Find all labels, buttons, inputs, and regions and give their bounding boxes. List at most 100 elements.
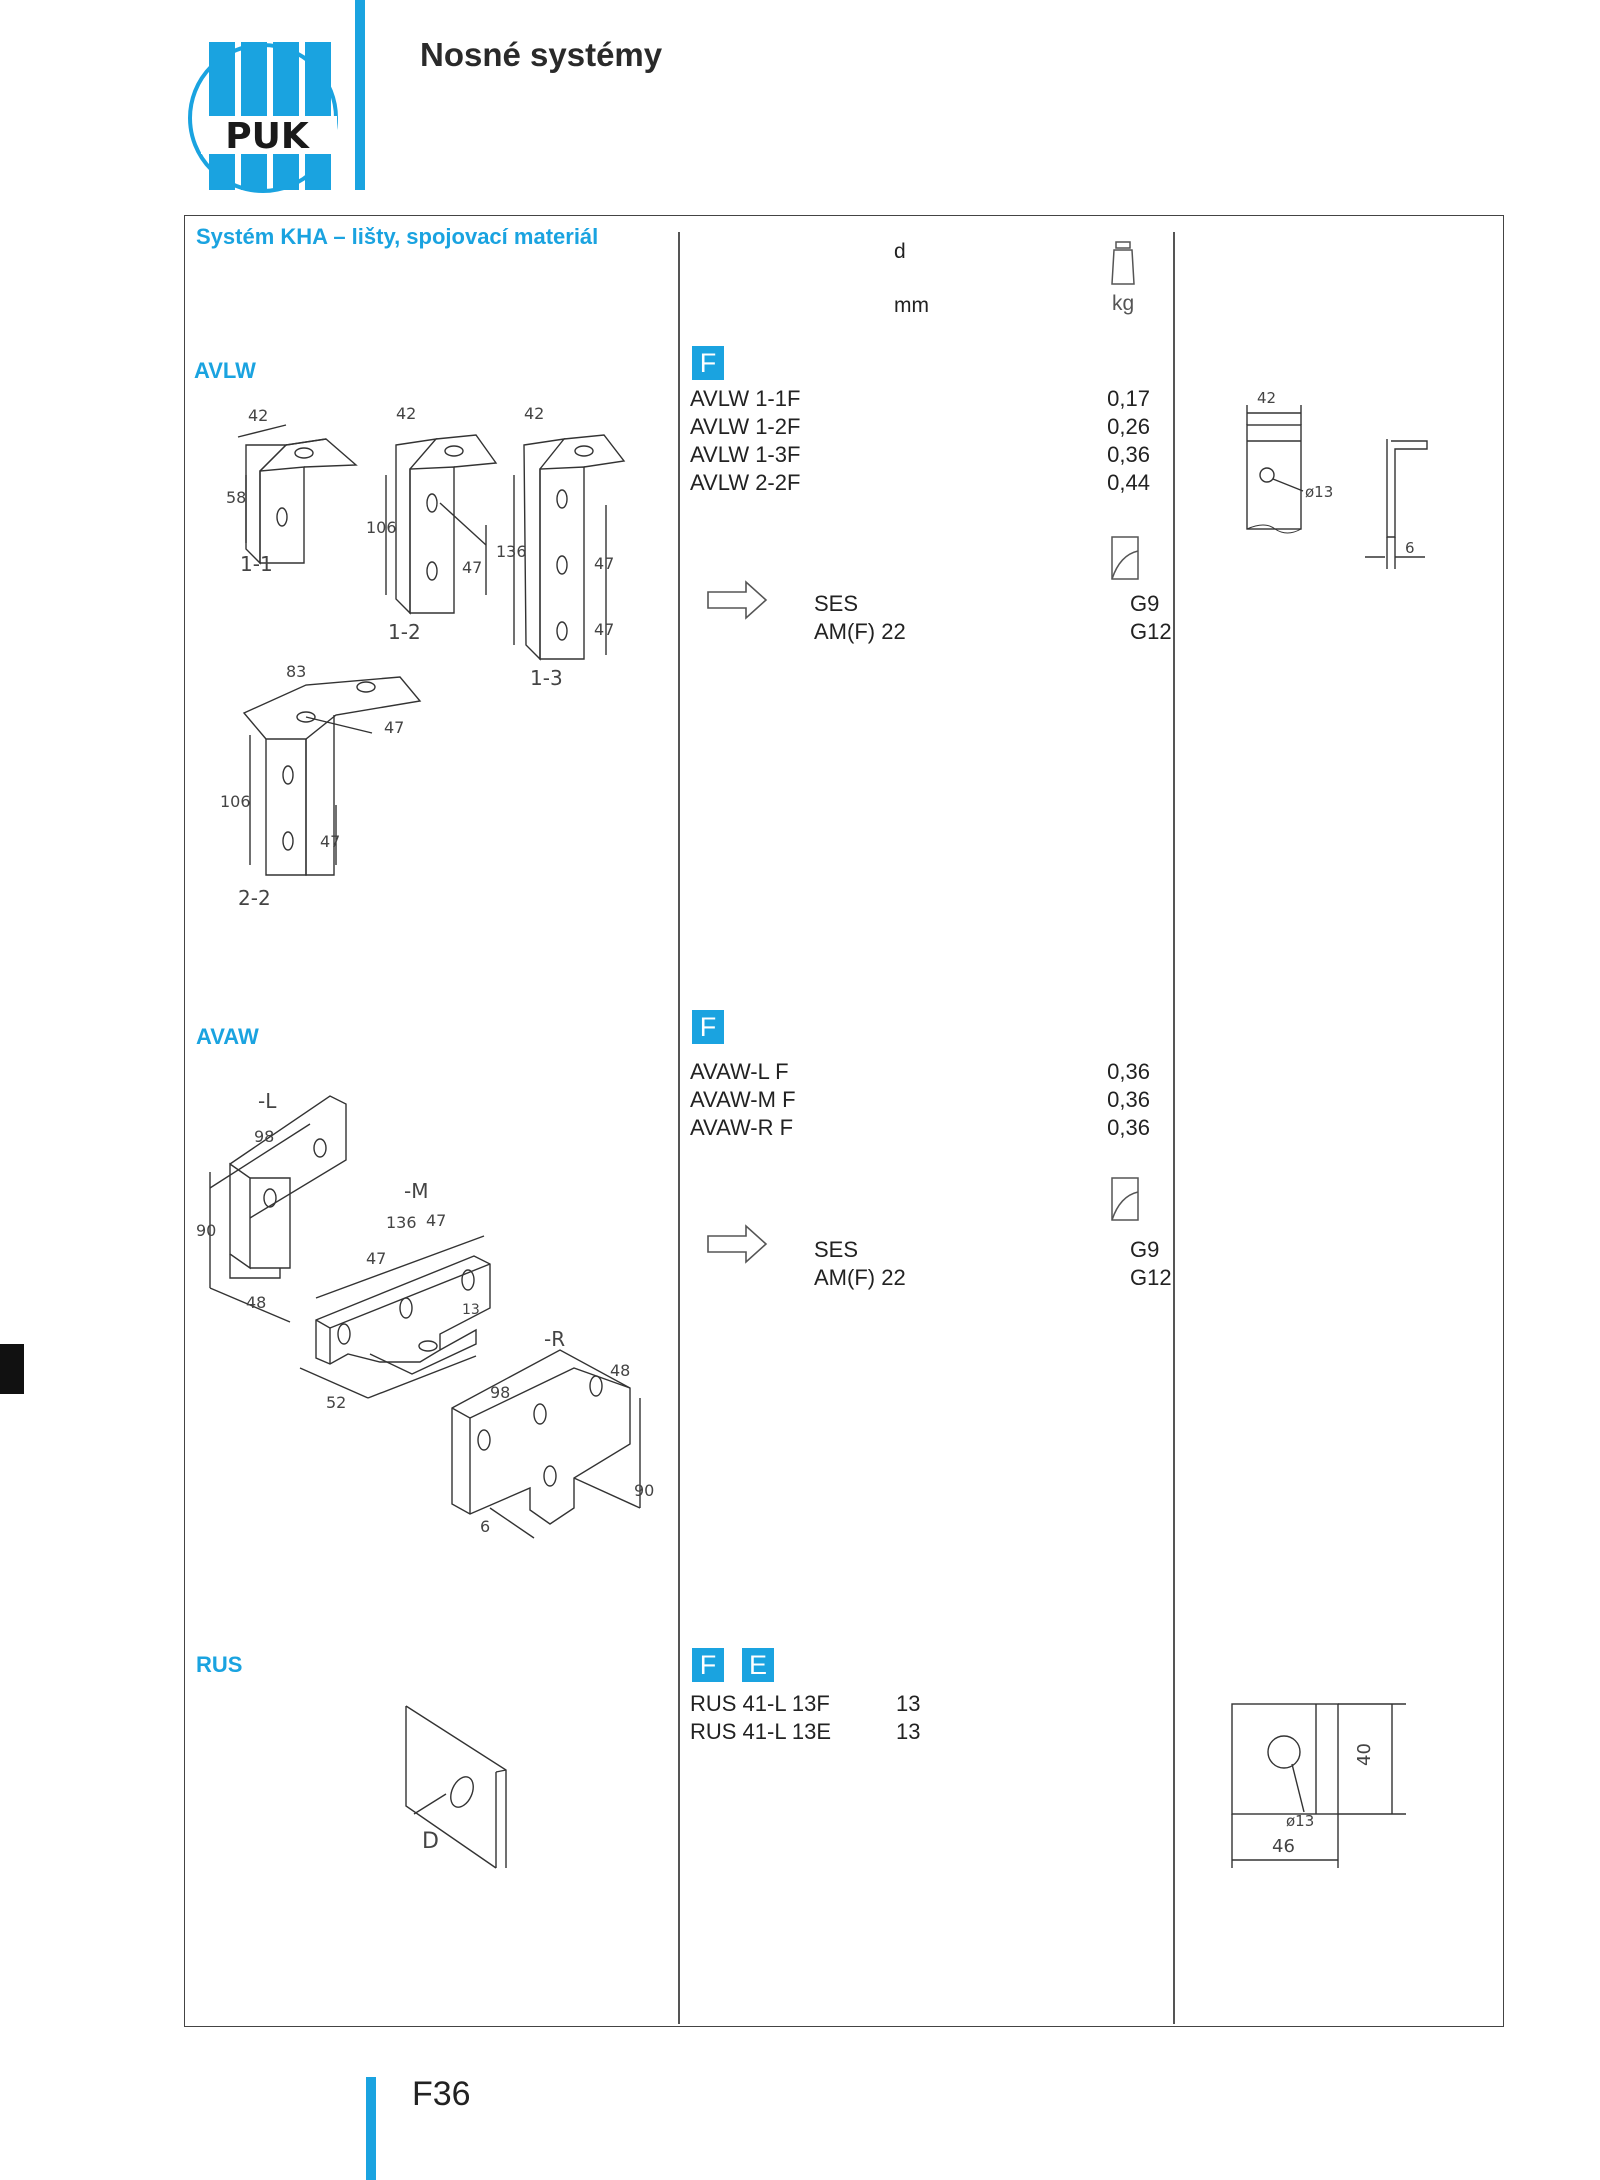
page-reference-icon	[1111, 536, 1139, 580]
section-avlw-title: AVLW	[194, 358, 256, 383]
table-row: AVAW-M F 0,36	[690, 1086, 1160, 1114]
dim-label: 52	[326, 1393, 346, 1412]
product-name: RUS 41-L 13E	[690, 1719, 832, 1744]
dim-label: ø13	[1305, 483, 1333, 501]
accessory-page: G9	[1130, 1237, 1160, 1262]
footer-accent-bar	[366, 2077, 376, 2180]
dim-label: 47	[384, 718, 404, 737]
table-row: AVLW 1-3F 0,36	[690, 441, 1160, 469]
variant-label: 1-3	[530, 666, 563, 690]
product-name: AVLW 2-2F	[690, 470, 801, 495]
product-d-value: 13	[896, 1691, 921, 1716]
table-row: RUS 41-L 13F 13	[690, 1690, 1090, 1718]
catalog-frame	[184, 215, 1504, 2027]
avlw-technical-drawing: 42 58 1-1 42 106 47 1-2 42 136 47 47 1-3	[220, 404, 626, 910]
dim-label: 42	[396, 404, 416, 423]
product-name: AVLW 1-2F	[690, 414, 801, 439]
table-row: AVLW 2-2F 0,44	[690, 469, 1160, 497]
list-item: AM(F) 22 G12	[814, 1264, 1174, 1292]
dim-label: 98	[254, 1127, 274, 1146]
product-weight: 0,17	[1107, 386, 1150, 411]
section-rus-title: RUS	[196, 1652, 243, 1677]
variant-label: 1-2	[388, 620, 421, 644]
dim-label: 98	[490, 1383, 510, 1402]
product-d-value: 13	[896, 1719, 921, 1744]
dim-label: 47	[462, 558, 482, 577]
table-row: AVAW-L F 0,36	[690, 1058, 1160, 1086]
logo-text: PUK	[225, 116, 310, 157]
column-d-label: d	[894, 240, 906, 263]
dim-label: ø13	[1286, 1812, 1314, 1830]
avlw-1-1-drawing: 42 58 1-1	[226, 406, 358, 576]
table-row: AVLW 1-2F 0,26	[690, 413, 1160, 441]
arrow-right-icon	[707, 1224, 768, 1264]
product-weight: 0,36	[1107, 442, 1150, 467]
dim-label: 136	[386, 1213, 417, 1232]
column-divider-1	[678, 232, 680, 2024]
accessory-page: G12	[1130, 619, 1172, 644]
dim-label: 48	[610, 1361, 630, 1380]
product-name: AVAW-L F	[690, 1059, 789, 1084]
product-name: AVLW 1-3F	[690, 442, 801, 467]
dim-label: 47	[426, 1211, 446, 1230]
accessory-page: G9	[1130, 591, 1160, 616]
product-weight: 0,36	[1107, 1059, 1150, 1084]
dim-label: 106	[220, 792, 251, 811]
page-number: F36	[412, 2075, 471, 2113]
dim-label: D	[422, 1829, 439, 1854]
avaw-technical-drawing: -L 98 90 48 -M 136 47 47 13 52 -R	[196, 1089, 654, 1539]
badge-f: F	[692, 346, 724, 380]
dim-label: 90	[634, 1481, 654, 1500]
dim-label: 6	[480, 1517, 490, 1536]
dim-label: 6	[1405, 539, 1415, 557]
dim-label: 42	[248, 406, 268, 425]
avaw-l-drawing: -L 98 90 48	[196, 1089, 347, 1323]
badge-f: F	[692, 1648, 724, 1682]
product-name: AVAW-M F	[690, 1087, 796, 1112]
avlw-1-3-drawing: 42 136 47 47 1-3	[496, 404, 626, 690]
dim-label: 90	[196, 1221, 216, 1240]
dim-label: 58	[226, 488, 246, 507]
column-divider-2	[1173, 232, 1175, 2024]
variant-label: -M	[404, 1179, 428, 1203]
product-name: AVAW-R F	[690, 1115, 794, 1140]
product-name: AVLW 1-1F	[690, 386, 801, 411]
puk-logo: PUK	[188, 42, 338, 193]
arrow-right-icon	[707, 580, 768, 620]
variant-label: -R	[544, 1327, 565, 1351]
accessory-name: AM(F) 22	[814, 619, 906, 644]
product-weight: 0,26	[1107, 414, 1150, 439]
variant-label: -L	[258, 1089, 277, 1113]
rus-side-view: 40 ø13 46	[1231, 1703, 1406, 1868]
product-name: RUS 41-L 13F	[690, 1691, 830, 1716]
accessory-name: AM(F) 22	[814, 1265, 906, 1290]
dim-label: 136	[496, 542, 527, 561]
list-item: AM(F) 22 G12	[814, 618, 1174, 646]
variant-label: 1-1	[240, 552, 273, 576]
product-weight: 0,36	[1107, 1087, 1150, 1112]
dim-label: 46	[1272, 1836, 1295, 1857]
dim-label: 40	[1354, 1743, 1375, 1766]
badge-f: F	[692, 1010, 724, 1044]
dim-label: 13	[462, 1302, 480, 1318]
product-weight: 0,44	[1107, 470, 1150, 495]
weight-icon	[1111, 241, 1135, 285]
accessory-page: G12	[1130, 1265, 1172, 1290]
table-row: RUS 41-L 13E 13	[690, 1718, 1090, 1746]
avlw-1-2-drawing: 42 106 47 1-2	[366, 404, 498, 644]
dim-label: 106	[366, 518, 397, 537]
avlw-product-list: AVLW 1-1F 0,17 AVLW 1-2F 0,26 AVLW 1-3F 0,3…	[690, 385, 1160, 497]
page-reference-icon	[1111, 1177, 1139, 1221]
variant-label: 2-2	[238, 886, 271, 910]
badge-e: E	[742, 1648, 774, 1682]
dim-label: 42	[1257, 389, 1276, 407]
dim-label: 42	[524, 404, 544, 423]
avaw-m-drawing: -M 136 47 47 13 52	[299, 1179, 491, 1412]
section-avaw-title: AVAW	[196, 1024, 259, 1049]
